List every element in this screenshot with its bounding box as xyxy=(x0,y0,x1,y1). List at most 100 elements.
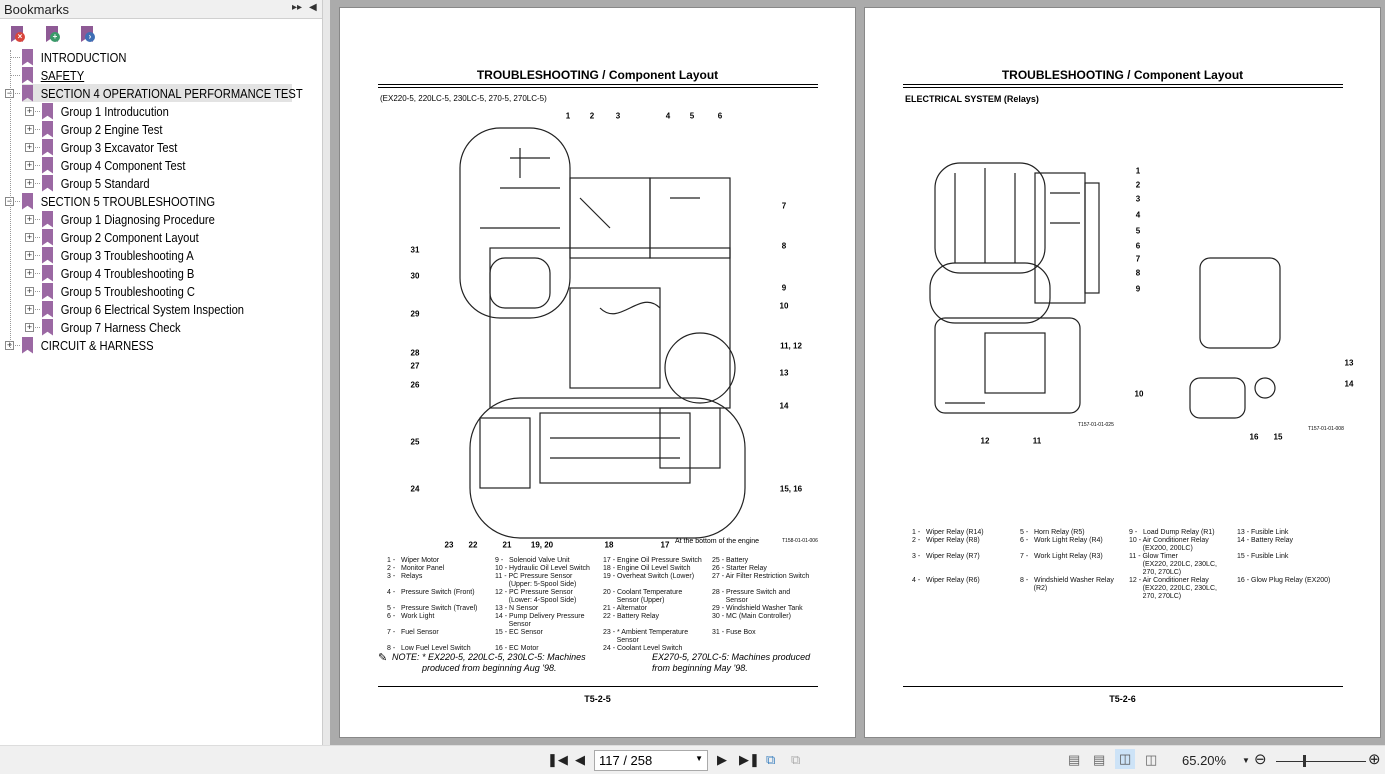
callout-label: 15, 16 xyxy=(779,484,803,494)
tree-connector xyxy=(30,255,40,256)
zoom-level[interactable]: 65.20% xyxy=(1182,753,1227,768)
tree-connector xyxy=(10,93,20,94)
callout-label: 3 xyxy=(1135,194,1141,204)
two-page-continuous-view-icon[interactable]: ◫ xyxy=(1145,752,1158,767)
bookmark-item[interactable]: Group 2 Component Layout xyxy=(42,228,223,246)
collapse-icon[interactable]: − xyxy=(5,88,14,98)
bookmark-label: Group 7 Harness Check xyxy=(60,319,181,335)
previous-view-icon[interactable]: ⧉ xyxy=(766,752,776,767)
bookmark-item[interactable]: CIRCUIT & HARNESS xyxy=(22,336,174,354)
bookmark-item[interactable]: Group 4 Troubleshooting B xyxy=(42,264,218,282)
delete-icon: × xyxy=(15,32,25,42)
callout-label: 30 xyxy=(410,271,420,281)
bookmark-label: CIRCUIT & HARNESS xyxy=(40,337,154,353)
bookmark-item[interactable]: Group 6 Electrical System Inspection xyxy=(42,300,276,318)
callout-note: At the bottom of the engine xyxy=(675,538,760,545)
bookmark-item[interactable]: Group 3 Excavator Test xyxy=(42,138,199,156)
previous-page-button[interactable]: ◀ xyxy=(575,752,585,767)
zoom-out-icon[interactable]: ⊖ xyxy=(1254,751,1267,768)
legend-column: 5 - Horn Relay (R5) 6 - Work Light Relay… xyxy=(1020,529,1114,592)
first-page-button[interactable]: ❚◀ xyxy=(547,752,568,767)
bookmark-icon xyxy=(22,192,33,210)
tree-connector xyxy=(10,201,20,202)
zoom-dropdown-icon[interactable]: ▼ xyxy=(1242,756,1250,765)
expand-icon[interactable]: + xyxy=(25,286,34,296)
figure-code: T157-01-01-008 xyxy=(1308,426,1344,432)
bookmark-icon xyxy=(22,48,33,66)
zoom-slider-thumb[interactable] xyxy=(1303,755,1306,767)
bookmark-label: Group 5 Troubleshooting C xyxy=(60,283,195,299)
tree-connector xyxy=(30,129,40,130)
expand-icon[interactable]: + xyxy=(25,232,34,242)
expand-icon[interactable]: + xyxy=(25,178,34,188)
expand-icon[interactable]: + xyxy=(25,250,34,260)
bookmark-label: Group 4 Component Test xyxy=(60,157,186,173)
bookmark-label: Group 3 Excavator Test xyxy=(60,139,178,155)
model-list: (EX220-5, 220LC-5, 230LC-5, 270-5, 270LC… xyxy=(380,94,547,103)
callout-label: 6 xyxy=(1135,241,1141,251)
callout-label: 16 xyxy=(1249,432,1259,442)
expand-icon[interactable]: + xyxy=(25,106,34,116)
single-page-view-icon[interactable]: ▤ xyxy=(1068,752,1081,767)
two-page-view-icon[interactable]: ◫ xyxy=(1115,749,1136,769)
callout-label: 5 xyxy=(1135,226,1141,236)
callout-label: 9 xyxy=(1135,284,1141,294)
page-number-input[interactable]: 117 / 258▼ xyxy=(594,750,708,771)
bookmark-item[interactable]: Group 5 Standard xyxy=(42,174,166,192)
bookmark-label: SECTION 4 OPERATIONAL PERFORMANCE TEST xyxy=(40,85,303,101)
last-page-button[interactable]: ▶❚ xyxy=(739,752,760,767)
callout-label: 25 xyxy=(410,437,420,447)
expand-icon[interactable]: + xyxy=(25,214,34,224)
tree-connector xyxy=(30,111,40,112)
tree-connector xyxy=(30,183,40,184)
bookmark-item[interactable]: SECTION 5 TROUBLESHOOTING xyxy=(22,192,246,210)
expand-icon[interactable]: + xyxy=(25,142,34,152)
panel-splitter[interactable] xyxy=(323,0,330,745)
legend-column: 1 - Wiper Motor 2 - Monitor Panel 3 - Re… xyxy=(387,557,478,652)
bookmark-item[interactable]: SECTION 4 OPERATIONAL PERFORMANCE TEST xyxy=(22,84,303,102)
bookmark-item[interactable]: Group 2 Engine Test xyxy=(42,120,181,138)
collapse-icon[interactable]: − xyxy=(5,196,14,206)
add-icon: + xyxy=(50,32,60,42)
callout-label: 1 xyxy=(565,111,571,121)
callout-label: 14 xyxy=(1344,379,1354,389)
bookmark-item[interactable]: SAFETY xyxy=(22,66,94,84)
zoom-in-icon[interactable]: ⊕ xyxy=(1368,751,1381,768)
callout-label: 24 xyxy=(410,484,420,494)
legend-column: 9 - Load Dump Relay (R1) 10 - Air Condit… xyxy=(1129,529,1217,600)
tree-connector xyxy=(30,291,40,292)
note-pencil-icon: ✎ xyxy=(378,652,388,664)
bookmark-item[interactable]: Group 3 Troubleshooting A xyxy=(42,246,218,264)
callout-label: 22 xyxy=(468,540,478,550)
bookmark-item[interactable]: Group 4 Component Test xyxy=(42,156,208,174)
bookmark-icon xyxy=(42,246,53,264)
expand-icon[interactable]: + xyxy=(25,124,34,134)
tree-connector xyxy=(30,147,40,148)
expand-icon[interactable]: + xyxy=(25,160,34,170)
bookmark-item[interactable]: Group 1 Introducution xyxy=(42,102,189,120)
chevron-down-icon[interactable]: ▼ xyxy=(695,754,703,763)
collapse-panel-icon[interactable]: ◀ xyxy=(309,2,317,13)
bookmark-item[interactable]: INTRODUCTION xyxy=(22,48,143,66)
bookmark-item[interactable]: Group 1 Diagnosing Procedure xyxy=(42,210,242,228)
expand-icon[interactable]: + xyxy=(25,304,34,314)
next-page-button[interactable]: ▶ xyxy=(717,752,727,767)
expand-icon[interactable]: + xyxy=(5,340,14,350)
bookmark-label: Group 5 Standard xyxy=(60,175,150,191)
callout-label: 2 xyxy=(1135,180,1141,190)
expand-panel-icon[interactable]: ▸▸ xyxy=(292,2,303,13)
bookmark-icon xyxy=(22,84,33,102)
continuous-view-icon[interactable]: ▤ xyxy=(1093,752,1106,767)
next-view-icon[interactable]: ⧉ xyxy=(791,752,801,767)
tree-connector xyxy=(30,165,40,166)
bookmark-item[interactable]: Group 5 Troubleshooting C xyxy=(42,282,219,300)
callout-label: 12 xyxy=(980,436,990,446)
tree-connector xyxy=(30,219,40,220)
bookmark-item[interactable]: Group 7 Harness Check xyxy=(42,318,202,336)
callout-label: 31 xyxy=(410,245,420,255)
legend-column: 25 - Battery 26 - Starter Relay 27 - Air… xyxy=(712,557,810,636)
expand-icon[interactable]: + xyxy=(25,268,34,278)
zoom-slider[interactable] xyxy=(1276,761,1366,762)
expand-icon[interactable]: + xyxy=(25,322,34,332)
